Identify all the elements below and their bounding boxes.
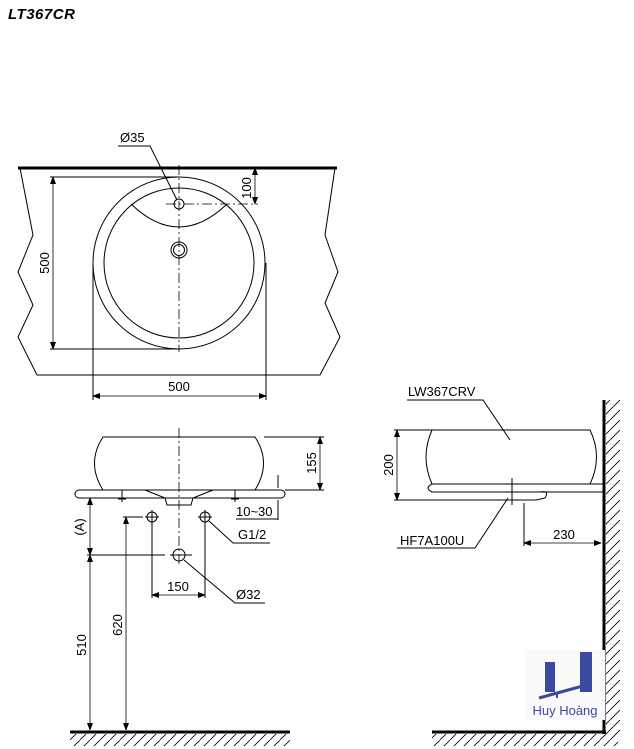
basin-model-label: LW367CRV bbox=[408, 384, 476, 399]
countertop-outline bbox=[17, 167, 341, 376]
wall-offset-dim-label: 230 bbox=[553, 527, 575, 542]
hole-offset-dim-label: 100 bbox=[239, 177, 254, 199]
floor-hatch bbox=[70, 734, 290, 746]
variable-height-label: (A) bbox=[72, 518, 87, 535]
wall-hatch bbox=[606, 400, 620, 735]
hole-diameter-label: Ø35 bbox=[120, 130, 145, 145]
logo-text: Huy Hoàng bbox=[532, 703, 597, 718]
basin-side bbox=[425, 429, 597, 485]
depth-dim-label: 500 bbox=[37, 252, 52, 274]
drain-height-dim-label: 510 bbox=[74, 634, 89, 656]
front-view: 155 10~30 G1/2 Ø32 150 (A) 510 620 bbox=[70, 428, 324, 746]
drawing-title: LT367CR bbox=[8, 6, 76, 23]
supply-height-dim-label: 620 bbox=[110, 614, 125, 636]
huy-hoang-logo: Huy Hoàng bbox=[525, 650, 605, 720]
top-view: 500 100 Ø35 500 bbox=[17, 130, 341, 400]
supply-thread-label: G1/2 bbox=[238, 527, 266, 542]
shelf-side bbox=[427, 483, 604, 493]
width-dim-label: 500 bbox=[168, 379, 190, 394]
side-height-dim-label: 200 bbox=[381, 454, 396, 476]
drain-diameter-label: Ø32 bbox=[236, 587, 261, 602]
drain-model-label: HF7A100U bbox=[400, 533, 464, 548]
bowl-height-dim-label: 155 bbox=[304, 452, 319, 474]
shelf-front bbox=[74, 489, 286, 499]
supply-spacing-dim-label: 150 bbox=[167, 579, 189, 594]
counter-thickness-dim-label: 10~30 bbox=[236, 504, 273, 519]
